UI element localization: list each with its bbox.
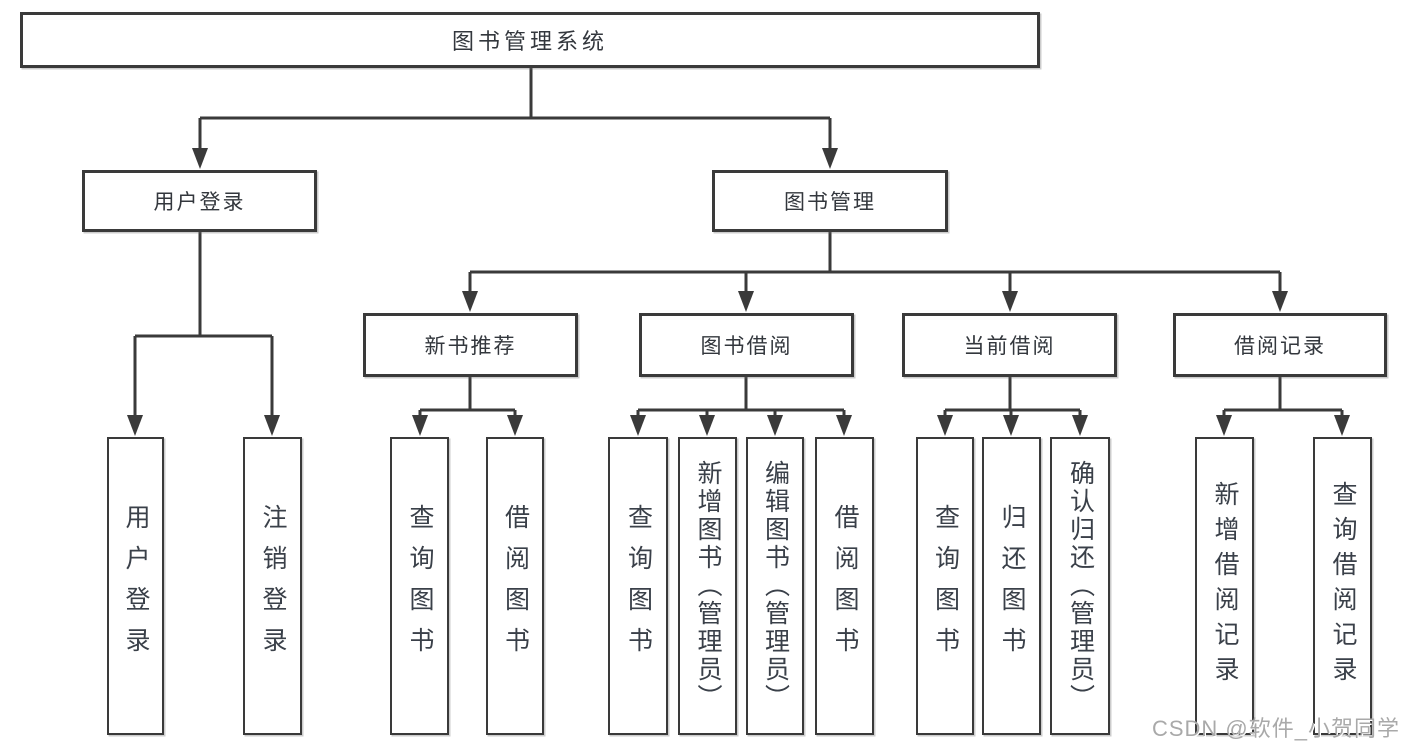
- node-user-login-label: 用户登录: [153, 191, 246, 214]
- node-book-management: 图书管理: [712, 170, 948, 232]
- leaf-logout-label: 注销登录: [259, 504, 287, 668]
- leaf-query-book-2-label: 查询图书: [624, 504, 653, 668]
- leaf-edit-book-admin: 编辑图书（管理员）: [746, 437, 804, 735]
- leaf-borrow-book-2: 借阅图书: [815, 437, 874, 735]
- node-borrow-records-label: 借阅记录: [1234, 335, 1326, 358]
- leaf-add-book-admin: 新增图书（管理员）: [678, 437, 737, 735]
- node-root: 图书管理系统: [20, 12, 1040, 68]
- leaf-query-book-2: 查询图书: [608, 437, 668, 735]
- node-book-management-label: 图书管理: [784, 191, 876, 214]
- leaf-return-book: 归还图书: [982, 437, 1041, 735]
- node-current-borrow: 当前借阅: [902, 313, 1117, 377]
- leaf-query-borrow-record: 查询借阅记录: [1313, 437, 1372, 735]
- leaf-borrow-book-2-label: 借阅图书: [831, 504, 859, 668]
- leaf-edit-book-admin-label: 编辑图书（管理员）: [761, 460, 790, 712]
- leaf-user-login: 用户登录: [107, 437, 164, 735]
- leaf-confirm-return-admin-label: 确认归还（管理员）: [1066, 460, 1095, 712]
- leaf-borrow-book-1-label: 借阅图书: [501, 504, 530, 668]
- leaf-query-book-1: 查询图书: [390, 437, 449, 735]
- leaf-logout: 注销登录: [243, 437, 302, 735]
- leaf-confirm-return-admin: 确认归还（管理员）: [1050, 437, 1110, 735]
- node-book-borrow: 图书借阅: [639, 313, 854, 377]
- leaf-add-borrow-record: 新增借阅记录: [1195, 437, 1254, 735]
- node-new-book-recommend-label: 新书推荐: [424, 335, 517, 358]
- csdn-watermark: CSDN @软件_小贺同学: [1151, 716, 1400, 741]
- node-user-login: 用户登录: [82, 170, 317, 232]
- leaf-return-book-label: 归还图书: [998, 504, 1026, 668]
- node-current-borrow-label: 当前借阅: [963, 335, 1056, 358]
- leaf-query-book-3-label: 查询图书: [931, 504, 960, 668]
- leaf-borrow-book-1: 借阅图书: [486, 437, 544, 735]
- leaf-add-borrow-record-label: 新增借阅记录: [1211, 481, 1239, 691]
- node-book-borrow-label: 图书借阅: [700, 335, 793, 358]
- node-root-label: 图书管理系统: [451, 29, 608, 54]
- leaf-user-login-label: 用户登录: [122, 504, 150, 668]
- node-new-book-recommend: 新书推荐: [363, 313, 578, 377]
- leaf-query-book-3: 查询图书: [916, 437, 974, 735]
- leaf-add-book-admin-label: 新增图书（管理员）: [694, 460, 722, 712]
- leaf-query-book-1-label: 查询图书: [406, 504, 434, 668]
- leaf-query-borrow-record-label: 查询借阅记录: [1329, 481, 1357, 691]
- node-borrow-records: 借阅记录: [1173, 313, 1387, 377]
